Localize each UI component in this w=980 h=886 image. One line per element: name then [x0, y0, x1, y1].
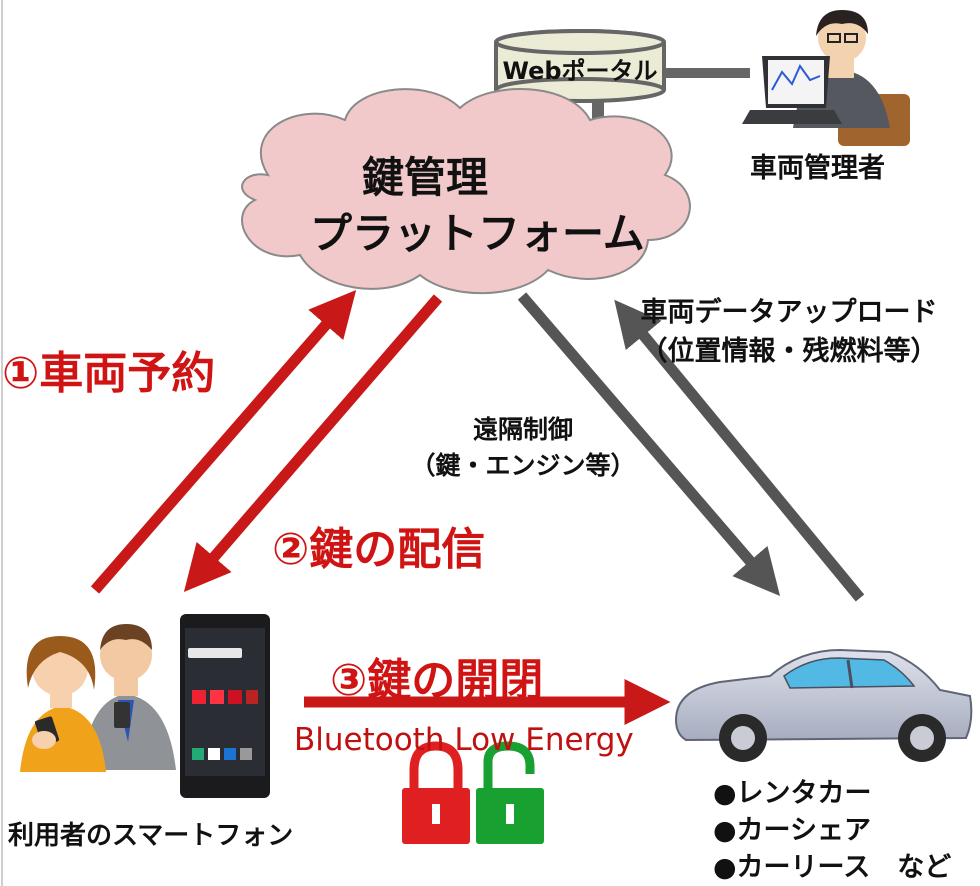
web-portal-label: Webポータル	[502, 57, 658, 85]
arrow-data-upload	[614, 299, 865, 602]
car-icon	[674, 648, 973, 762]
unlocked-padlock-icon	[476, 741, 544, 844]
car-type-item: ●レンタカー	[713, 778, 872, 809]
step2-key-delivery-label: ②鍵の配信	[272, 524, 486, 575]
vehicle-manager-label: 車両管理者	[750, 153, 885, 184]
arrow-remote-control	[517, 292, 781, 597]
user-smartphone-label: 利用者のスマートフォン	[8, 821, 294, 851]
arrow-key-delivery	[183, 294, 443, 592]
bluetooth-label: Bluetooth Low Energy	[294, 722, 634, 758]
car-types-list: ●レンタカー ●カーシェア ●カーリース など	[713, 775, 951, 886]
data-upload-label: 車両データアップロード （位置情報・残燃料等）	[598, 293, 980, 371]
users-icon	[20, 624, 176, 772]
cloud-platform-shape	[241, 87, 691, 295]
smartphone-icon	[180, 614, 270, 798]
platform-title-line2: プラットフォーム	[310, 209, 645, 258]
arrow-reservation	[90, 290, 357, 594]
step3-lock-unlock-label: ③鍵の開閉	[330, 655, 544, 706]
vehicle-manager-icon	[742, 10, 910, 146]
web-portal-icon	[494, 29, 750, 130]
locked-padlock-icon	[402, 741, 470, 844]
data-upload-line2: （位置情報・残燃料等）	[640, 336, 938, 367]
car-type-item: ●カーシェア	[713, 815, 872, 846]
data-upload-line1: 車両データアップロード	[640, 297, 938, 328]
remote-control-line2: （鍵・エンジン等）	[410, 451, 636, 480]
platform-title-line1: 鍵管理	[361, 153, 488, 202]
car-type-item: ●カーリース など	[713, 852, 952, 883]
step1-reservation-label: ①車両予約	[2, 348, 216, 399]
remote-control-label: 遠隔制御 （鍵・エンジン等）	[388, 412, 658, 484]
platform-title: 鍵管理 プラットフォーム	[310, 150, 645, 262]
remote-control-line1: 遠隔制御	[472, 415, 573, 444]
